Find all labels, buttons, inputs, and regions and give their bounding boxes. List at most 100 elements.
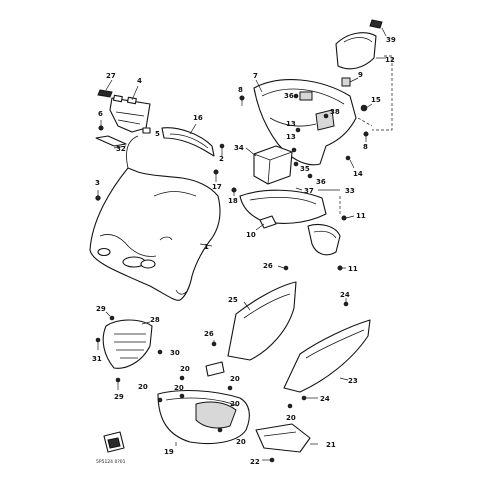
callout-28: 28 [150, 316, 160, 324]
front-cover-part [89, 135, 221, 301]
bolt-11b-part [337, 265, 346, 271]
bolt-29a-part [105, 311, 115, 321]
callout-10: 10 [246, 231, 256, 239]
callout-20b: 20 [230, 375, 240, 383]
screw-6-part [98, 120, 104, 131]
callout-20g: 20 [236, 438, 246, 446]
callout-21: 21 [326, 441, 336, 449]
cover-12-part [335, 32, 386, 70]
tray-33-part [239, 189, 340, 224]
diagram-code: 5P5124 0?01 [96, 459, 126, 465]
clip-5-part [142, 127, 151, 134]
bolt-17-part [213, 169, 219, 182]
grille-bracket-part [109, 85, 151, 133]
bolt-20d-part [157, 397, 163, 403]
callout-39: 39 [386, 36, 396, 44]
callout-38: 38 [330, 108, 340, 116]
callout-32: 32 [116, 145, 126, 153]
callout-12: 12 [385, 56, 395, 64]
bolt-8b-part [363, 131, 369, 142]
callout-19: 19 [164, 448, 174, 456]
callout-33: 33 [345, 187, 355, 195]
callout-1: 1 [204, 243, 209, 251]
bolt-20c-part [179, 393, 185, 399]
bracket-20-part [205, 361, 225, 377]
callout-34: 34 [234, 144, 244, 152]
callout-13a: 13 [286, 120, 296, 128]
bolt-8a-part [239, 95, 245, 106]
callout-26b: 26 [204, 330, 214, 338]
screw-3-part [95, 190, 101, 201]
bolt-20f-part [287, 403, 293, 409]
lower-panel-23-part [283, 319, 371, 393]
callout-36b: 36 [316, 178, 326, 186]
bolt-20e-part [227, 385, 233, 391]
callout-labels: 1 2 3 4 5 6 7 8 8 9 10 11 11 12 13 13 14… [92, 36, 396, 466]
callout-8b: 8 [363, 143, 368, 151]
callout-16: 16 [193, 114, 203, 122]
callout-24a: 24 [340, 291, 350, 299]
callout-20c: 20 [174, 384, 184, 392]
callout-9: 9 [358, 71, 363, 79]
callout-7: 7 [253, 72, 258, 80]
bolt-31-part [95, 337, 101, 350]
bolt-20g-part [217, 427, 223, 433]
bracket-10-part [255, 215, 277, 231]
callout-20a: 20 [180, 365, 190, 373]
bolt-11a-part [341, 215, 355, 221]
bolt-18-part [231, 187, 237, 196]
part-13a [295, 127, 301, 133]
callout-27: 27 [106, 72, 116, 80]
part-36a [293, 93, 299, 99]
callout-11a: 11 [356, 212, 366, 220]
callout-6: 6 [98, 110, 103, 118]
callout-18: 18 [228, 197, 238, 205]
bolt-26a-part [277, 265, 289, 271]
callout-4: 4 [137, 77, 142, 85]
callout-30: 30 [170, 349, 180, 357]
callout-17: 17 [212, 183, 222, 191]
callout-13b: 13 [286, 133, 296, 141]
part-15 [360, 103, 373, 112]
screw-2-part [219, 143, 225, 156]
inner-panel-7-part [253, 79, 357, 166]
bolt-24a-part [343, 298, 349, 307]
callout-3: 3 [95, 179, 100, 187]
bolt-26b-part [211, 340, 217, 347]
bolt-20a-part [179, 375, 185, 381]
callout-24b: 24 [320, 395, 330, 403]
callout-20d: 20 [138, 383, 148, 391]
part-35 [293, 161, 299, 167]
side-piece-11-part [307, 223, 341, 256]
callout-37: 37 [304, 187, 314, 195]
callout-29a: 29 [96, 305, 106, 313]
callout-22: 22 [250, 458, 260, 466]
part-9 [341, 77, 359, 87]
callout-35: 35 [300, 165, 310, 173]
callout-36a: 36 [284, 92, 294, 100]
lower-cover-19-part [157, 389, 250, 446]
strip-32-part [95, 135, 127, 149]
callout-29b: 29 [114, 393, 124, 401]
reference-lines [339, 55, 393, 214]
callout-11b: 11 [348, 265, 358, 273]
callout-14: 14 [353, 170, 363, 178]
clip-39-part [369, 19, 387, 37]
bracket-21-part [255, 423, 318, 453]
bracket-16-part [161, 123, 215, 157]
part-38 [323, 113, 329, 119]
callout-5: 5 [155, 130, 160, 138]
callout-23: 23 [348, 377, 358, 385]
part-37 [295, 187, 303, 191]
bolt-22-part [262, 457, 275, 463]
book-reference-icon [103, 431, 125, 453]
callout-15: 15 [371, 96, 381, 104]
callout-20e: 20 [230, 400, 240, 408]
callout-20f: 20 [286, 414, 296, 422]
bolt-29b-part [115, 377, 121, 390]
callout-8a: 8 [238, 86, 243, 94]
callout-26a: 26 [263, 262, 273, 270]
box-34-part [245, 145, 293, 185]
side-cover-25-part [227, 281, 297, 361]
